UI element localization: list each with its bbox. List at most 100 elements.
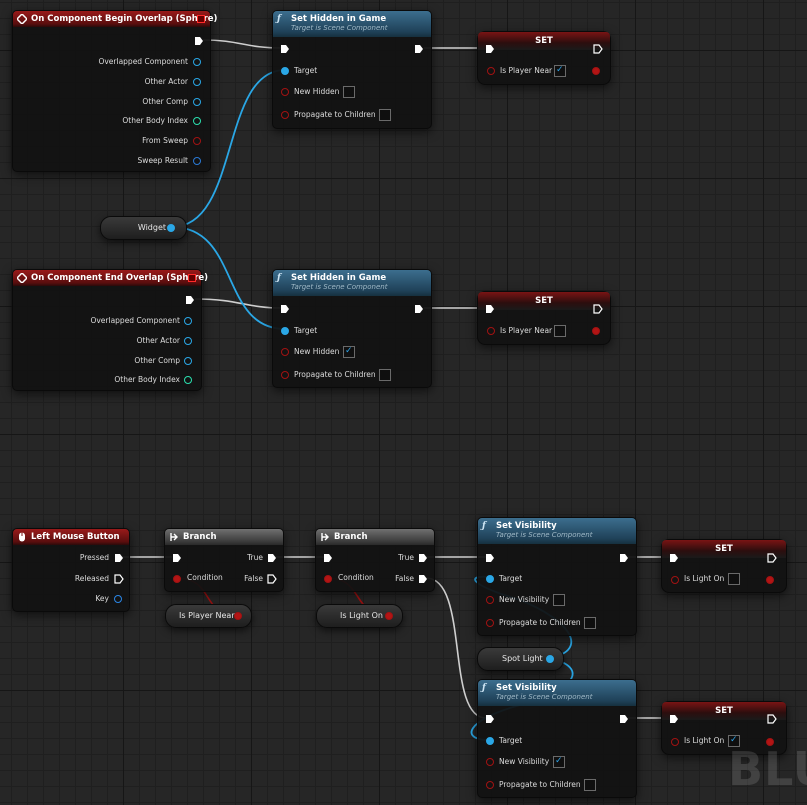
exec-true-pin[interactable] (267, 553, 277, 563)
event-left-mouse-button-node[interactable]: Left Mouse Button Pressed Released Key (12, 528, 130, 612)
exec-in-pin[interactable] (485, 44, 495, 54)
set-is-player-near-node[interactable]: SET Is Player Near (477, 291, 611, 345)
integer-pin[interactable] (193, 117, 201, 125)
set-hidden-in-game-node[interactable]: ƒ Set Hidden in Game Target is Scene Com… (272, 269, 432, 388)
exec-out-pin[interactable] (767, 553, 777, 563)
is-light-on-variable-node[interactable]: Is Light On (316, 604, 403, 628)
bool-pin[interactable] (486, 596, 494, 604)
bool-pin[interactable] (281, 111, 289, 119)
close-icon[interactable] (197, 15, 205, 23)
object-pin[interactable] (281, 67, 289, 75)
object-pin[interactable] (486, 575, 494, 583)
bool-pin[interactable] (281, 348, 289, 356)
exec-in-pin[interactable] (280, 44, 290, 54)
bool-pin[interactable] (671, 738, 679, 746)
exec-false-pin[interactable] (418, 574, 428, 584)
exec-wire (202, 39, 283, 49)
object-out-pin[interactable] (546, 655, 554, 663)
bool-pin[interactable] (193, 137, 201, 145)
bool-out-pin[interactable] (766, 576, 774, 584)
exec-out-pin[interactable] (185, 295, 195, 305)
key-pin[interactable] (114, 595, 122, 603)
struct-pin[interactable] (193, 157, 201, 165)
exec-in-pin[interactable] (172, 553, 182, 563)
object-pin[interactable] (184, 337, 192, 345)
exec-in-pin[interactable] (669, 553, 679, 563)
exec-in-pin[interactable] (485, 714, 495, 724)
object-pin[interactable] (486, 737, 494, 745)
propagate-checkbox[interactable] (379, 109, 391, 121)
bool-out-pin[interactable] (592, 327, 600, 335)
spot-light-variable-node[interactable]: Spot Light (477, 647, 564, 671)
node-header: SET (478, 292, 610, 310)
bool-out-pin[interactable] (592, 67, 600, 75)
is-player-near-checkbox[interactable]: ✓ (554, 65, 566, 77)
set-is-player-near-node[interactable]: SET Is Player Near ✓ (477, 31, 611, 85)
branch-node[interactable]: Branch True Condition False (315, 528, 435, 592)
exec-in-pin[interactable] (280, 304, 290, 314)
integer-pin[interactable] (184, 376, 192, 384)
exec-in-pin[interactable] (485, 553, 495, 563)
branch-node[interactable]: Branch True Condition False (164, 528, 284, 592)
new-hidden-checkbox[interactable]: ✓ (343, 346, 355, 358)
bool-pin[interactable] (324, 575, 332, 583)
exec-out-pin[interactable] (114, 553, 124, 563)
exec-false-pin[interactable] (267, 574, 277, 584)
pin-label: Target (499, 736, 523, 745)
branch-icon (321, 533, 329, 541)
exec-out-pin[interactable] (114, 574, 124, 584)
bool-pin[interactable] (281, 371, 289, 379)
is-player-near-checkbox[interactable] (554, 325, 566, 337)
set-is-light-on-node[interactable]: SET Is Light On (661, 539, 787, 593)
bool-pin[interactable] (173, 575, 181, 583)
object-pin[interactable] (193, 98, 201, 106)
bool-pin[interactable] (281, 88, 289, 96)
set-visibility-node[interactable]: ƒ Set Visibility Target is Scene Compone… (477, 517, 637, 636)
event-begin-overlap-node[interactable]: On Component Begin Overlap (Sphere) Over… (12, 10, 217, 172)
object-pin[interactable] (281, 327, 289, 335)
bool-pin[interactable] (671, 576, 679, 584)
pin-label: New Visibility (499, 757, 550, 766)
exec-out-pin[interactable] (414, 304, 424, 314)
bool-pin[interactable] (486, 619, 494, 627)
bool-pin[interactable] (487, 67, 495, 75)
object-pin[interactable] (167, 224, 175, 232)
bool-pin[interactable] (487, 327, 495, 335)
exec-in-pin[interactable] (485, 304, 495, 314)
new-hidden-checkbox[interactable] (343, 86, 355, 98)
object-pin[interactable] (193, 58, 201, 66)
bool-out-pin[interactable] (385, 612, 393, 620)
set-visibility-node[interactable]: ƒ Set Visibility Target is Scene Compone… (477, 679, 637, 798)
object-pin[interactable] (184, 357, 192, 365)
object-pin[interactable] (184, 317, 192, 325)
exec-out-pin[interactable] (593, 44, 603, 54)
new-visibility-checkbox[interactable] (553, 594, 565, 606)
new-visibility-checkbox[interactable]: ✓ (553, 756, 565, 768)
propagate-checkbox[interactable] (584, 617, 596, 629)
is-light-on-checkbox[interactable]: ✓ (728, 735, 740, 747)
propagate-checkbox[interactable] (584, 779, 596, 791)
exec-in-pin[interactable] (669, 714, 679, 724)
exec-out-pin[interactable] (767, 714, 777, 724)
object-pin[interactable] (193, 78, 201, 86)
exec-out-pin[interactable] (414, 44, 424, 54)
is-light-on-checkbox[interactable] (728, 573, 740, 585)
bool-pin[interactable] (486, 781, 494, 789)
bool-pin[interactable] (486, 758, 494, 766)
exec-out-pin[interactable] (619, 553, 629, 563)
bool-out-pin[interactable] (234, 612, 242, 620)
check-icon: ✓ (345, 346, 353, 356)
exec-out-pin[interactable] (593, 304, 603, 314)
is-player-near-variable-node[interactable]: Is Player Near (165, 604, 252, 628)
event-end-overlap-node[interactable]: On Component End Overlap (Sphere) Overla… (12, 269, 208, 391)
set-hidden-in-game-node[interactable]: ƒ Set Hidden in Game Target is Scene Com… (272, 10, 432, 129)
bool-out-pin[interactable] (766, 738, 774, 746)
exec-in-pin[interactable] (323, 553, 333, 563)
exec-out-pin[interactable] (194, 36, 204, 46)
set-is-light-on-node[interactable]: SET Is Light On ✓ (661, 701, 787, 755)
widget-variable-node[interactable]: Widget (100, 216, 187, 240)
exec-out-pin[interactable] (619, 714, 629, 724)
exec-true-pin[interactable] (418, 553, 428, 563)
propagate-checkbox[interactable] (379, 369, 391, 381)
close-icon[interactable] (188, 274, 196, 282)
